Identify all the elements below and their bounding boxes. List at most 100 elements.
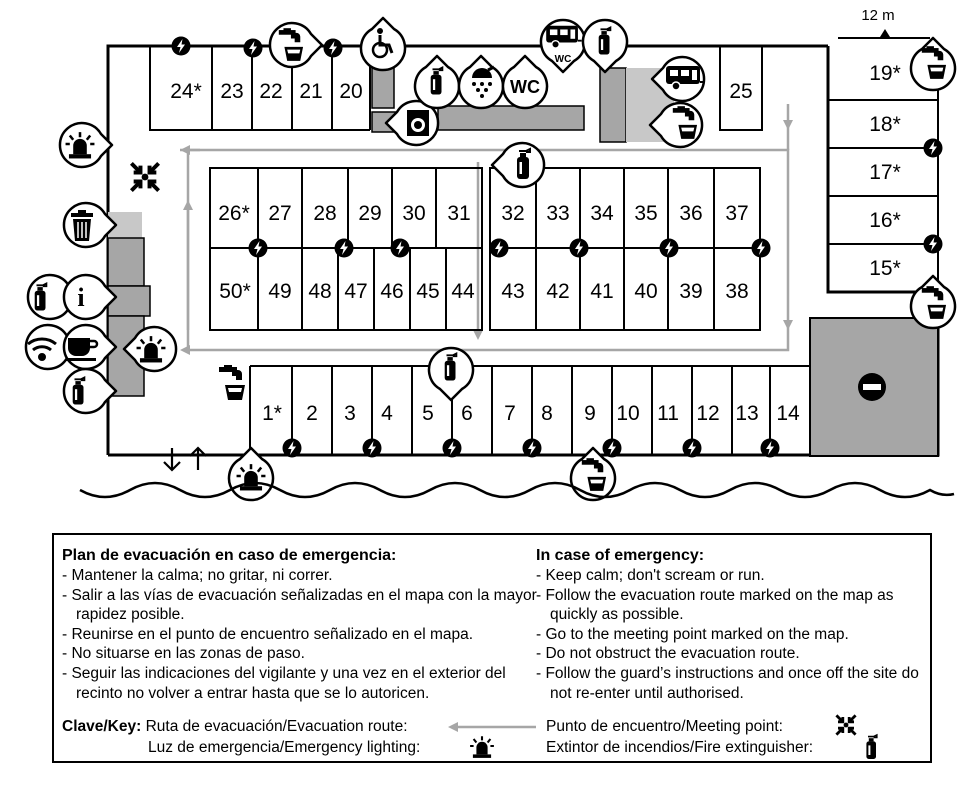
- pitch-label: 44: [451, 280, 475, 303]
- meeting-point-icon: [835, 714, 857, 736]
- key-extinguisher-row: Extintor de incendios/Fire extinguisher:: [546, 738, 813, 757]
- pitch-label: 7: [504, 402, 516, 425]
- pitch-label: 31: [447, 202, 470, 225]
- pitch-label: 9: [584, 402, 596, 425]
- pitch-label: 5: [422, 402, 434, 425]
- legend-item: - Follow the guard’s instructions and on…: [536, 664, 919, 702]
- amenity-markers: WC WC i: [24, 16, 957, 502]
- right-column-pitches: [828, 46, 939, 292]
- pitch-label: 4: [381, 402, 393, 425]
- pitch-label: 28: [313, 202, 336, 225]
- pitch-label: 21: [299, 80, 322, 103]
- fire-extinguisher-marker: [413, 54, 461, 110]
- water-tap-icon: [219, 365, 245, 400]
- pitch-label: 13: [735, 402, 758, 425]
- legend-spanish: Plan de evacuación en caso de emergencia…: [62, 545, 537, 703]
- pitch-label: 25: [729, 80, 752, 103]
- pitch-label: 3: [344, 402, 356, 425]
- pitch-label: 12: [696, 402, 719, 425]
- pitch-label: 43: [501, 280, 524, 303]
- pitch-label: 38: [725, 280, 748, 303]
- pitch-label: 23: [220, 80, 243, 103]
- key-emergency-lighting-label: Luz de emergencia/Emergency lighting:: [148, 739, 421, 756]
- electric-hookup-icon: [751, 238, 771, 258]
- pitch-label: 32: [501, 202, 524, 225]
- electric-hookup-icon: [602, 438, 622, 458]
- meeting-point-icon: [129, 161, 161, 193]
- emergency-light-icon: [469, 735, 495, 759]
- key-meeting-row: Punto de encuentro/Meeting point:: [546, 717, 783, 736]
- key-fire-extinguisher-label: Extintor de incendios/Fire extinguisher:: [546, 739, 814, 756]
- pitch-label: 24*: [170, 80, 202, 103]
- legend-english: In case of emergency: - Keep calm; don't…: [536, 545, 926, 703]
- legend-item: - Do not obstruct the evacuation route.: [536, 645, 800, 663]
- electric-hookup-icon: [682, 438, 702, 458]
- electric-hookup-icon: [923, 138, 943, 158]
- wheelchair-icon: [371, 28, 394, 59]
- top-row-pitches: [149, 45, 763, 131]
- pitch-label: 46: [380, 280, 403, 303]
- pitch-label: 39: [679, 280, 702, 303]
- key-evacuation-row: Clave/Key: Ruta de evacuación/Evacuation…: [62, 717, 408, 736]
- pitch-label: 47: [344, 280, 367, 303]
- fire-extinguisher-marker: [581, 18, 629, 74]
- electric-hookup-icon: [243, 38, 263, 58]
- scale-label: 12 m: [861, 7, 894, 24]
- legend-item: - Reunirse en el punto de encuentro seña…: [62, 625, 474, 643]
- legend-list-es: - Mantener la calma; no gritar, ni corre…: [62, 566, 537, 703]
- pitch-label: 1*: [262, 402, 282, 425]
- pitch-label: 49: [268, 280, 291, 303]
- electric-hookup-icon: [569, 238, 589, 258]
- wifi-icon: [27, 337, 57, 361]
- entrance-exit-arrows-icon: [163, 446, 207, 472]
- legend-item: - Go to the meeting point marked on the …: [536, 625, 849, 643]
- info-label: i: [77, 283, 84, 312]
- legend-item: - Seguir las indicaciones del vigilante …: [62, 664, 506, 702]
- campsite-map: 24* 23 22 21 20 25 19* 18* 17* 16* 15* 2…: [24, 7, 957, 502]
- electric-hookup-icon: [923, 234, 943, 254]
- pitch-label: 20: [339, 80, 362, 103]
- trash-icon: [71, 210, 93, 241]
- shoreline-waves: [79, 481, 955, 499]
- wifi-marker: [24, 323, 80, 371]
- pitch-label: 29: [358, 202, 381, 225]
- pitch-label: 6: [461, 402, 473, 425]
- pitch-label: 42: [546, 280, 569, 303]
- electric-hookup-icon: [282, 438, 302, 458]
- info-icon: i: [77, 283, 84, 312]
- shower-icon: [472, 65, 495, 98]
- no-entry-icon: [858, 373, 886, 401]
- legend-title-es: Plan de evacuación en caso de emergencia…: [62, 547, 397, 564]
- fire-extinguisher-marker: [427, 346, 475, 402]
- key-evacuation-route-label: Ruta de evacuación/Evacuation route:: [145, 718, 408, 735]
- pitch-label: 19*: [869, 62, 901, 85]
- pitch-label: 41: [590, 280, 613, 303]
- pitch-label: 30: [402, 202, 425, 225]
- pitch-label: 16*: [869, 209, 901, 232]
- electric-hookup-icon: [522, 438, 542, 458]
- pitch-label: 45: [416, 280, 439, 303]
- pitch-label: 2: [306, 402, 318, 425]
- electric-hookup-icon: [390, 238, 410, 258]
- laundry-marker: [384, 99, 440, 147]
- key-lighting-row: Luz de emergencia/Emergency lighting:: [148, 738, 420, 757]
- cafe-icon: [66, 338, 99, 361]
- electric-hookup-icon: [171, 36, 191, 56]
- pitch-label: 10: [616, 402, 639, 425]
- water-tap-marker: [909, 36, 957, 92]
- evacuation-route-arrows: [180, 120, 793, 355]
- accessible-marker: [359, 16, 407, 72]
- pitch-label: 11: [657, 402, 679, 425]
- pitch-label: 37: [725, 202, 748, 225]
- pitch-label: 33: [546, 202, 569, 225]
- pitch-label: 18*: [869, 113, 901, 136]
- key-meeting-point-label: Punto de encuentro/Meeting point:: [546, 718, 783, 735]
- legend-title-en: In case of emergency:: [536, 547, 705, 564]
- pitch-label: 50*: [219, 280, 251, 303]
- pitch-label: 40: [634, 280, 657, 303]
- pitch-label: 22: [259, 80, 282, 103]
- pitch-label: 8: [541, 402, 553, 425]
- pitch-label: 36: [679, 202, 702, 225]
- shower-marker: [457, 54, 505, 110]
- electric-hookup-icon: [659, 238, 679, 258]
